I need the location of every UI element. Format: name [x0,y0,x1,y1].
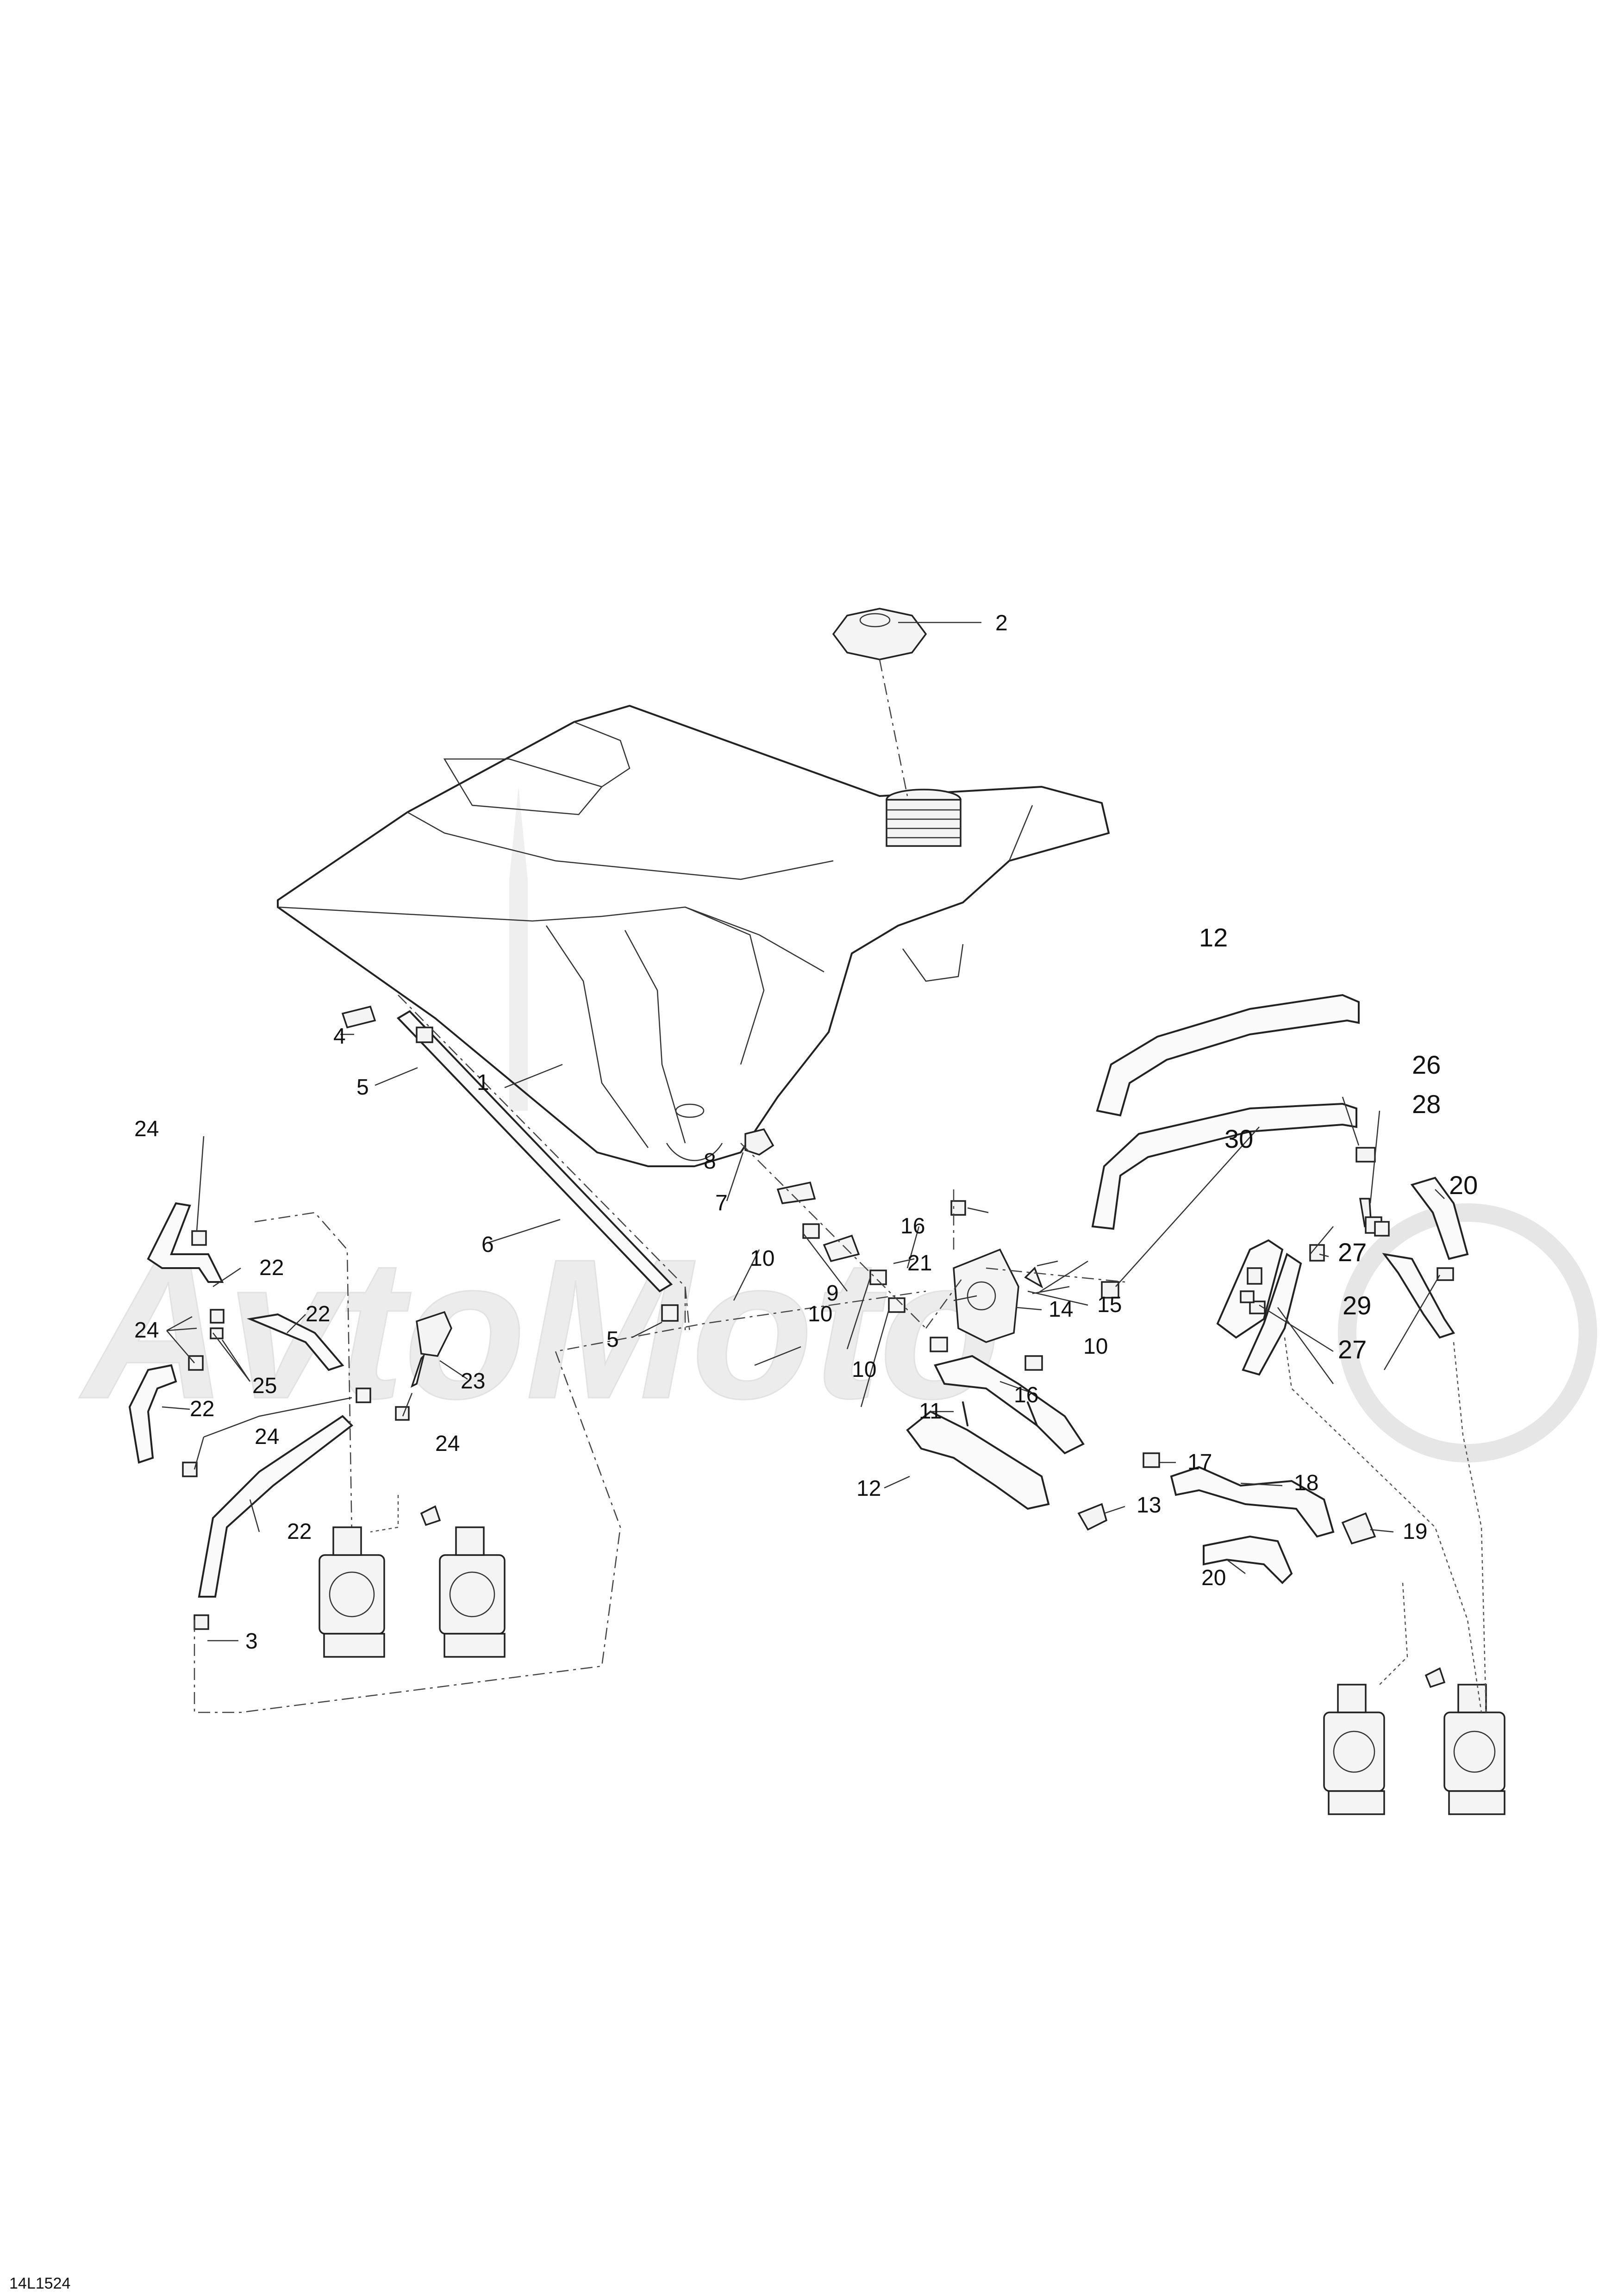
watermark-wheel-icon [1338,1203,1597,1462]
callout-5b: 5 [606,1327,619,1352]
callout-10b: 10 [808,1302,832,1326]
vent-hoses-upper [1091,994,1376,1299]
callout-29: 29 [1343,1291,1371,1320]
callout-6: 6 [481,1232,494,1257]
callout-23: 23 [461,1369,485,1394]
callout-24c: 24 [255,1425,279,1449]
callout-10c: 10 [852,1357,876,1382]
callout-15: 15 [1097,1293,1122,1317]
callouts: 1 2 3 4 5 5 6 7 8 9 10 10 10 10 11 12 12… [134,611,1478,1654]
cap-alignment-line [879,659,908,796]
callout-3: 3 [245,1629,258,1654]
right-hoses [1216,1176,1469,1376]
leader-lines [162,622,1445,1642]
callout-24b: 24 [134,1318,159,1343]
callout-14: 14 [1049,1297,1073,1322]
callout-22b: 22 [306,1302,330,1326]
callout-8: 8 [704,1149,716,1174]
carburetors-left [319,1495,506,1658]
callout-25: 25 [252,1374,277,1398]
fuel-cap [832,608,927,660]
callout-10d: 10 [1083,1334,1108,1359]
fuel-hoses-middle [906,1355,1108,1531]
callout-18: 18 [1294,1471,1318,1495]
callout-11: 11 [919,1399,942,1424]
vent-line [341,995,691,1333]
callout-1: 1 [477,1070,489,1095]
callout-12a: 12 [1199,923,1228,952]
callout-16b: 16 [1014,1383,1038,1407]
callout-22d: 22 [287,1519,312,1544]
callout-16a: 16 [900,1214,925,1238]
left-hoses [128,1202,926,1713]
callout-22a: 22 [259,1256,284,1280]
callout-22c: 22 [190,1397,214,1421]
carburetor-left-1 [319,1495,399,1658]
callout-27a: 27 [1338,1238,1367,1267]
callout-17: 17 [1187,1450,1212,1475]
callout-12b: 12 [856,1476,881,1501]
callout-27b: 27 [1338,1335,1367,1364]
callout-24a: 24 [134,1117,159,1141]
right-fittings [1143,1452,1376,1584]
callout-19: 19 [1403,1519,1427,1544]
callout-5a: 5 [356,1075,369,1100]
callout-7: 7 [715,1191,728,1215]
fuel-tank [277,705,1110,1167]
callout-21: 21 [907,1251,932,1276]
callout-13: 13 [1137,1493,1161,1518]
carburetor-right-2 [1424,1667,1505,1815]
callout-26: 26 [1412,1050,1441,1079]
carburetor-right-1 [1323,1582,1408,1815]
callout-20a: 20 [1449,1170,1478,1200]
callout-4: 4 [333,1024,346,1049]
callout-9: 9 [826,1281,839,1306]
reference-code: 14L1524 [9,2275,70,2292]
carburetors-right [1284,1337,1505,1815]
callout-24d: 24 [435,1431,460,1456]
carburetor-left-2 [420,1505,506,1658]
callout-28: 28 [1412,1089,1441,1119]
callout-2: 2 [995,611,1008,635]
callout-10a: 10 [750,1246,775,1271]
watermark-tower-icon [509,787,528,1111]
callout-30: 30 [1224,1124,1253,1153]
callout-20b: 20 [1201,1566,1226,1590]
